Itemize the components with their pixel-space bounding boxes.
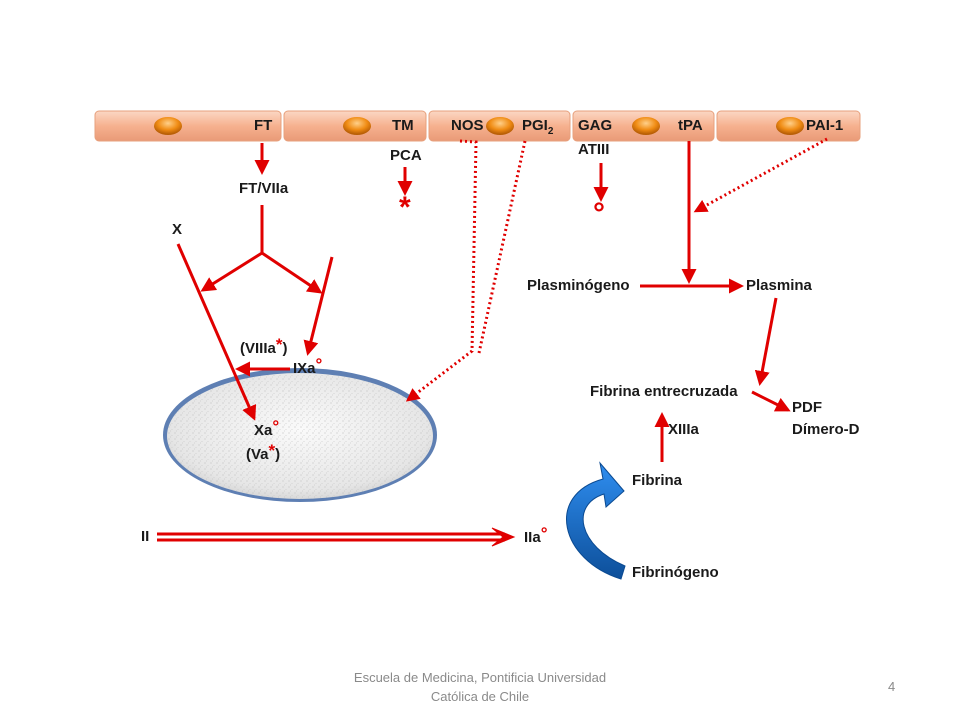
label-ft-viia: FT/VIIa [239, 180, 289, 197]
footer-line-1: Escuela de Medicina, Pontificia Universi… [353, 670, 607, 685]
cell-label-tpa: tPA [678, 117, 703, 134]
dotted-arrow-nos [405, 139, 478, 402]
degree-mark: ° [540, 524, 548, 543]
arrows [157, 141, 791, 547]
cell-nucleus-icon [343, 117, 371, 135]
endothelium [94, 110, 861, 142]
cell-label-gag: GAG [578, 117, 613, 134]
label-xa: Xa° [254, 418, 279, 440]
label-fibrina-entrecruzada: Fibrina entrecruzada [590, 383, 738, 400]
label-fibrina: Fibrina [632, 472, 683, 489]
label-viiia: (VIIIa*) [240, 336, 288, 358]
label-ixa: IXa° [293, 356, 322, 378]
asterisk-mark: * [268, 441, 276, 460]
xa-text: Xa [254, 422, 273, 439]
degree-mark: ° [315, 355, 323, 374]
arrow-fibrin-to-pdf [751, 390, 791, 412]
label-pdf: PDF [792, 399, 822, 416]
arrow-branch-right [261, 251, 323, 294]
dotted-arrow-pgi [477, 140, 527, 354]
ixa-text: IXa [293, 360, 316, 377]
label-ii: II [141, 528, 150, 545]
arrow-ix-to-ixa [303, 256, 334, 356]
slide-footer: Escuela de Medicina, Pontificia Universi… [300, 668, 660, 706]
iia-text: IIa [524, 529, 541, 546]
endothelial-cell [94, 110, 282, 142]
va-text: (Va [246, 446, 269, 463]
label-plasmina: Plasmina [746, 277, 812, 294]
dotted-arrow-pai [693, 137, 828, 213]
arrow-branch-left [200, 251, 263, 292]
arrow-ii-to-iia-head [491, 527, 516, 547]
label-iia: IIa° [524, 525, 548, 547]
degree-mark-atiii: ° [593, 197, 605, 230]
degree-mark: ° [272, 417, 280, 436]
va-close: ) [275, 446, 281, 463]
pgi-text: PGI [522, 117, 548, 134]
fibrinogen-to-fibrin-arrow-icon [566, 461, 626, 580]
label-xiiia: XIIIa [668, 421, 699, 438]
arrow-x-to-xa [176, 243, 257, 421]
label-fibrinogeno: Fibrinógeno [632, 564, 719, 581]
footer-line-2: Católica de Chile [430, 689, 530, 704]
asterisk-mark-pca: * [399, 191, 411, 224]
asterisk-mark: * [275, 335, 283, 354]
page-number: 4 [888, 679, 896, 694]
label-x: X [172, 221, 183, 238]
label-pca: PCA [390, 147, 422, 164]
dotted-arrows [405, 137, 828, 402]
label-va: (Va*) [246, 442, 281, 464]
cell-nucleus-icon [154, 117, 182, 135]
cell-label-tm: TM [392, 117, 414, 134]
cell-label-pai1: PAI-1 [806, 117, 844, 134]
cell-label-ft: FT [254, 117, 273, 134]
label-atiii: ATIII [578, 141, 610, 158]
viiia-close: ) [282, 340, 288, 357]
arrow-plasmin-to-pdf [754, 297, 778, 386]
label-plasminogeno: Plasminógeno [527, 277, 630, 294]
label-dimero-d: Dímero-D [792, 421, 860, 438]
cell-nucleus-icon [486, 117, 514, 135]
cell-label-pgi2: PGI2 [522, 117, 553, 141]
platelet [163, 368, 437, 502]
cell-nucleus-icon [776, 117, 804, 135]
viiia-text: (VIIIa [240, 340, 276, 357]
cell-nucleus-icon [632, 117, 660, 135]
cell-label-nos: NOS [451, 117, 484, 134]
pgi-subscript: 2 [547, 126, 554, 137]
